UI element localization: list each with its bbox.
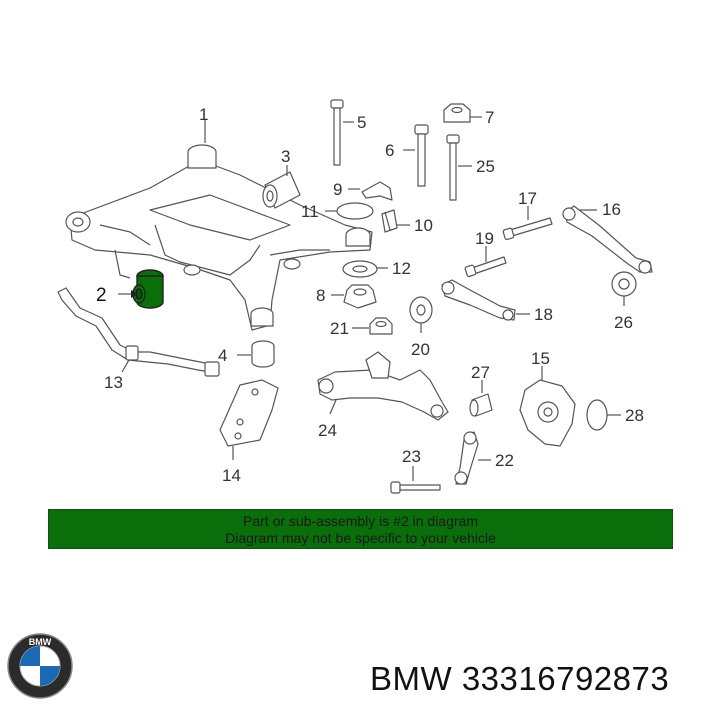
part-subframe[interactable]: [65, 144, 373, 331]
part-25-bolt[interactable]: [446, 134, 460, 201]
callout-13[interactable]: 13: [104, 373, 123, 392]
part-5-bolt[interactable]: [330, 99, 344, 166]
callout-21[interactable]: 21: [330, 319, 349, 338]
callout-6[interactable]: 6: [385, 141, 394, 160]
part-11-ring[interactable]: [336, 202, 374, 220]
banner-line-1: Part or sub-assembly is #2 in diagram: [243, 513, 478, 529]
part-number: 33316792873: [461, 660, 670, 697]
part-28-seal[interactable]: [586, 399, 608, 431]
banner-line-2: Diagram may not be specific to your vehi…: [225, 530, 496, 546]
part-3-bushing[interactable]: [262, 171, 301, 209]
part-8-mount[interactable]: [343, 284, 377, 309]
callout-18[interactable]: 18: [534, 305, 553, 324]
callout-26[interactable]: 26: [614, 313, 633, 332]
callout-27[interactable]: 27: [471, 363, 490, 382]
part-16-control-arm[interactable]: [562, 205, 653, 274]
part-23-bolt[interactable]: [390, 481, 441, 494]
part-13-stabilizer-bar[interactable]: [57, 287, 220, 377]
bmw-logo-icon: BMW: [7, 633, 73, 699]
part-6-bolt[interactable]: [414, 124, 429, 187]
callout-2[interactable]: 2: [96, 285, 107, 306]
part-21-nut[interactable]: [369, 317, 393, 335]
callout-3[interactable]: 3: [281, 147, 290, 166]
brand-part-number: BMW 33316792873: [370, 660, 669, 698]
part-14-bracket[interactable]: [219, 379, 279, 447]
part-10-clip[interactable]: [381, 209, 398, 233]
part-18-arm[interactable]: [441, 279, 516, 321]
callout-12[interactable]: 12: [392, 259, 411, 278]
callout-17[interactable]: 17: [518, 189, 537, 208]
part-7-nut[interactable]: [443, 103, 471, 123]
callout-9[interactable]: 9: [333, 180, 342, 199]
callout-4[interactable]: 4: [218, 346, 227, 365]
callout-10[interactable]: 10: [414, 216, 433, 235]
callout-23[interactable]: 23: [402, 447, 421, 466]
callout-11[interactable]: 11: [301, 202, 319, 221]
arrow-2: [131, 290, 138, 298]
part-24-lower-arm[interactable]: [317, 351, 449, 421]
part-9-bracket[interactable]: [361, 181, 393, 201]
info-banner: Part or sub-assembly is #2 in diagram Di…: [48, 509, 673, 549]
callout-24[interactable]: 24: [318, 421, 337, 440]
part-22-link[interactable]: [454, 431, 479, 485]
part-2-bushing-highlighted[interactable]: [132, 269, 164, 309]
leader-13: [121, 359, 130, 373]
part-4-bushing[interactable]: [251, 340, 275, 368]
callout-16[interactable]: 16: [602, 200, 621, 219]
callout-15[interactable]: 15: [531, 349, 550, 368]
part-26-mount[interactable]: [611, 271, 637, 297]
callout-22[interactable]: 22: [495, 451, 514, 470]
callout-14[interactable]: 14: [222, 466, 241, 485]
part-19-bolt[interactable]: [464, 256, 507, 278]
part-12-washer[interactable]: [342, 260, 378, 278]
part-17-bolt[interactable]: [502, 217, 553, 241]
logo-lettering: BMW: [29, 637, 52, 647]
callout-28[interactable]: 28: [625, 406, 644, 425]
callout-20[interactable]: 20: [411, 340, 430, 359]
part-15-wheel-carrier[interactable]: [519, 379, 576, 447]
callout-7[interactable]: 7: [485, 108, 494, 127]
part-20-bushing[interactable]: [409, 296, 433, 324]
callout-25[interactable]: 25: [476, 157, 495, 176]
callout-8[interactable]: 8: [316, 286, 325, 305]
part-27-bushing[interactable]: [469, 393, 493, 417]
callout-19[interactable]: 19: [475, 229, 494, 248]
leader-24: [329, 399, 337, 415]
callout-5[interactable]: 5: [357, 113, 366, 132]
brand-name: BMW: [370, 660, 453, 697]
callout-1[interactable]: 1: [199, 105, 208, 124]
